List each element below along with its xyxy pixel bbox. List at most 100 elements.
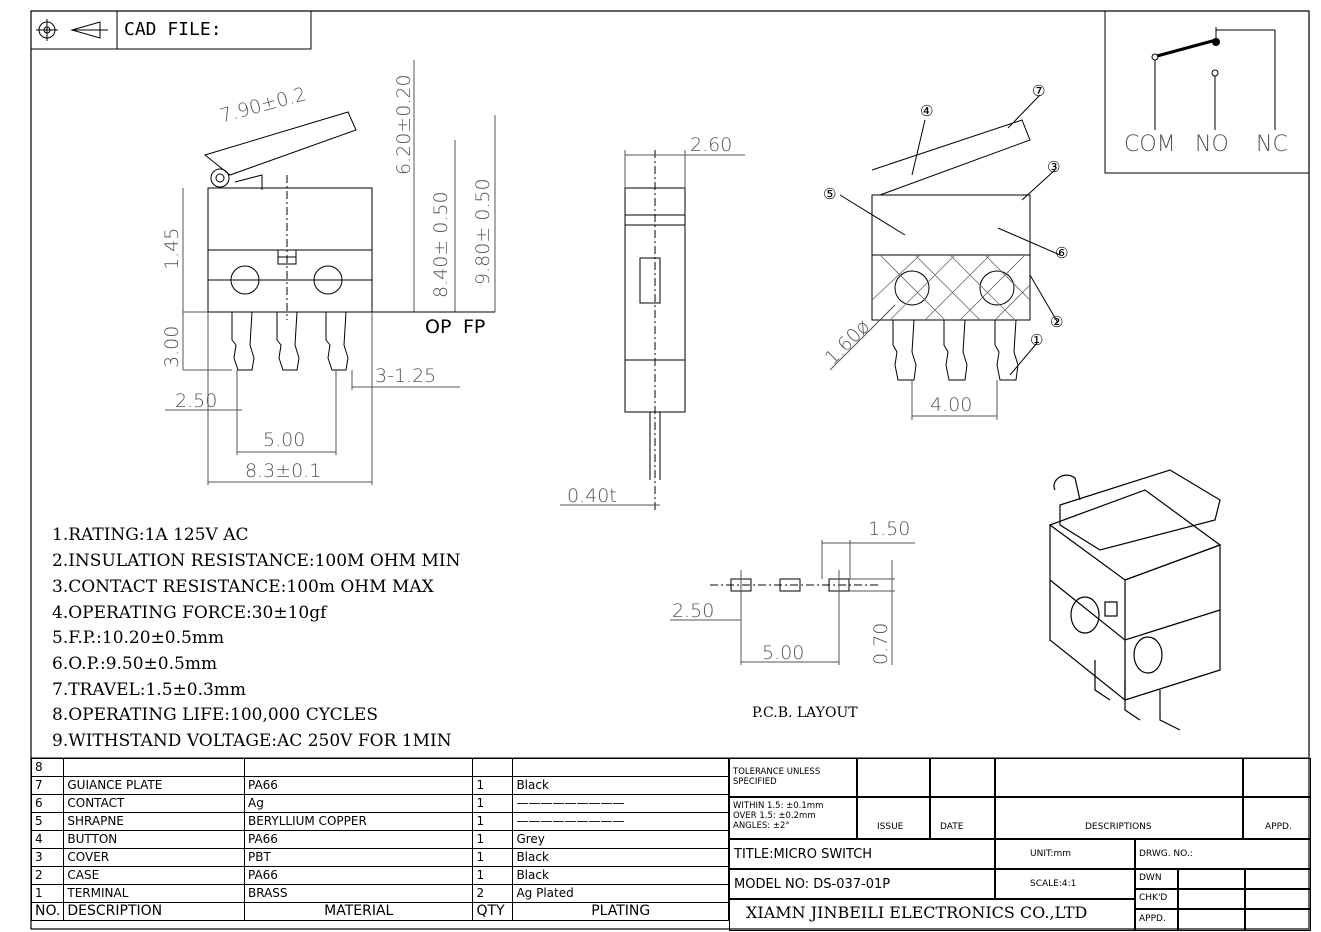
bom-plating: Ag Plated — [512, 884, 729, 903]
appd2-blank-2 — [1244, 908, 1311, 931]
pcb-dim-500: 5.00 — [762, 642, 805, 664]
bom-plating: Black — [512, 776, 729, 795]
drwg-text: DRWG. NO.: — [1139, 849, 1193, 859]
descriptions-label: DESCRIPTIONS — [1085, 822, 1152, 832]
bom-material: PA66 — [243, 776, 474, 795]
note-2: 2.INSULATION RESISTANCE:100M OHM MIN — [52, 551, 461, 571]
note-5: 5.F.P.:10.20±0.5mm — [52, 628, 225, 648]
date-label: DATE — [940, 822, 964, 832]
schematic-com: COM — [1124, 132, 1176, 157]
callout-7: ⑦ — [1032, 82, 1046, 100]
bom-no: 1 — [30, 884, 65, 903]
callout-4: ④ — [920, 102, 934, 120]
appd-cell: APPD. — [1242, 796, 1311, 840]
callout-6: ⑥ — [1055, 244, 1069, 262]
dim-250: 2.50 — [175, 390, 218, 412]
dim-3-125: 3-1.25 — [375, 365, 437, 387]
bom-plating: ————————— — [512, 794, 729, 813]
bom-desc: CONTACT — [63, 794, 245, 813]
bom-no: 6 — [30, 794, 65, 813]
chkd-cell: CHK'D — [1134, 888, 1179, 910]
scale-text: SCALE:4:1 — [1030, 879, 1077, 889]
company-name: XIAMN JINBEILI ELECTRONICS CO.,LTD — [746, 903, 1088, 922]
drwg-cell: DRWG. NO.: — [1134, 838, 1311, 870]
bom-desc — [63, 758, 245, 777]
note-8: 8.OPERATING LIFE:100,000 CYCLES — [52, 705, 378, 725]
issue-blank — [856, 758, 931, 798]
bom-no: 8 — [30, 758, 65, 777]
dim-260: 2.60 — [690, 134, 733, 156]
appd2-cell: APPD. — [1134, 908, 1179, 931]
bom-plating — [512, 758, 729, 777]
note-4: 4.OPERATING FORCE:30±10gf — [52, 603, 327, 623]
bom-no: 7 — [30, 776, 65, 795]
note-7: 7.TRAVEL:1.5±0.3mm — [52, 680, 247, 700]
note-1: 1.RATING:1A 125V AC — [52, 525, 249, 545]
bom-desc: GUIANCE PLATE — [63, 776, 245, 795]
bom-no: 4 — [30, 830, 65, 849]
schematic-nc: NC — [1256, 132, 1288, 157]
appd-label: APPD. — [1265, 822, 1292, 832]
bom-plating: Black — [512, 866, 729, 885]
title-text: TITLE:MICRO SWITCH — [734, 847, 873, 862]
note-6: 6.O.P.:9.50±0.5mm — [52, 654, 218, 674]
bom-material: PA66 — [243, 866, 474, 885]
bom-header-qty: QTY — [472, 902, 514, 921]
dim-620: 6.20±0.20 — [393, 74, 415, 175]
chkd-text: CHK'D — [1139, 893, 1168, 903]
op-label: OP — [425, 316, 452, 338]
dim-040t: 0.40t — [567, 485, 617, 507]
bom-qty: 2 — [472, 884, 514, 903]
bom-qty: 1 — [472, 866, 514, 885]
bom-desc: CASE — [63, 866, 245, 885]
front-view — [165, 60, 496, 485]
bom-qty: 1 — [472, 848, 514, 867]
bom-material: PA66 — [243, 830, 474, 849]
dim-300: 3.00 — [161, 325, 183, 368]
bom-material — [243, 758, 474, 777]
date-cell: DATE — [929, 796, 996, 840]
issue-cell: ISSUE — [856, 796, 931, 840]
pcb-dim-070: 0.70 — [870, 622, 892, 665]
dwn-blank — [1177, 868, 1246, 890]
appd-blank — [1242, 758, 1311, 798]
bom-qty: 1 — [472, 830, 514, 849]
bom-desc: SHRAPNE — [63, 812, 245, 831]
bom-header-material: MATERIAL — [243, 902, 474, 921]
dim-400: 4.00 — [930, 394, 973, 416]
bom-material: BRASS — [243, 884, 474, 903]
appd2-blank — [1177, 908, 1246, 931]
bom-plating: ————————— — [512, 812, 729, 831]
model-cell: MODEL NO: DS-037-01P — [729, 868, 996, 900]
bom-plating: Grey — [512, 830, 729, 849]
note-3: 3.CONTACT RESISTANCE:100m OHM MAX — [52, 577, 434, 597]
bom-qty — [472, 758, 514, 777]
descriptions-cell: DESCRIPTIONS — [994, 796, 1244, 840]
over-text: OVER 1.5: ±0.2mm — [733, 811, 816, 821]
title-cell: TITLE:MICRO SWITCH — [729, 838, 996, 870]
unit-cell: UNIT:mm — [994, 838, 1136, 870]
bom-qty: 1 — [472, 794, 514, 813]
tolerance-cell: TOLERANCE UNLESS SPECIFIED — [729, 758, 858, 798]
bom-qty: 1 — [472, 812, 514, 831]
callout-2: ② — [1050, 313, 1064, 331]
bom-no: 3 — [30, 848, 65, 867]
schematic-box — [1104, 10, 1310, 174]
unit-text: UNIT:mm — [1030, 849, 1072, 859]
dim-145: 1.45 — [161, 227, 183, 270]
bom-desc: COVER — [63, 848, 245, 867]
company-cell: XIAMN JINBEILI ELECTRONICS CO.,LTD — [729, 898, 1136, 931]
chkd-blank-2 — [1244, 888, 1311, 910]
pcb-layout — [670, 540, 915, 665]
callout-5: ⑤ — [823, 185, 837, 203]
dwn-cell: DWN — [1134, 868, 1179, 890]
tolerance-text: TOLERANCE UNLESS SPECIFIED — [733, 767, 821, 787]
callout-1: ① — [1030, 331, 1044, 349]
appd2-text: APPD. — [1139, 914, 1166, 924]
